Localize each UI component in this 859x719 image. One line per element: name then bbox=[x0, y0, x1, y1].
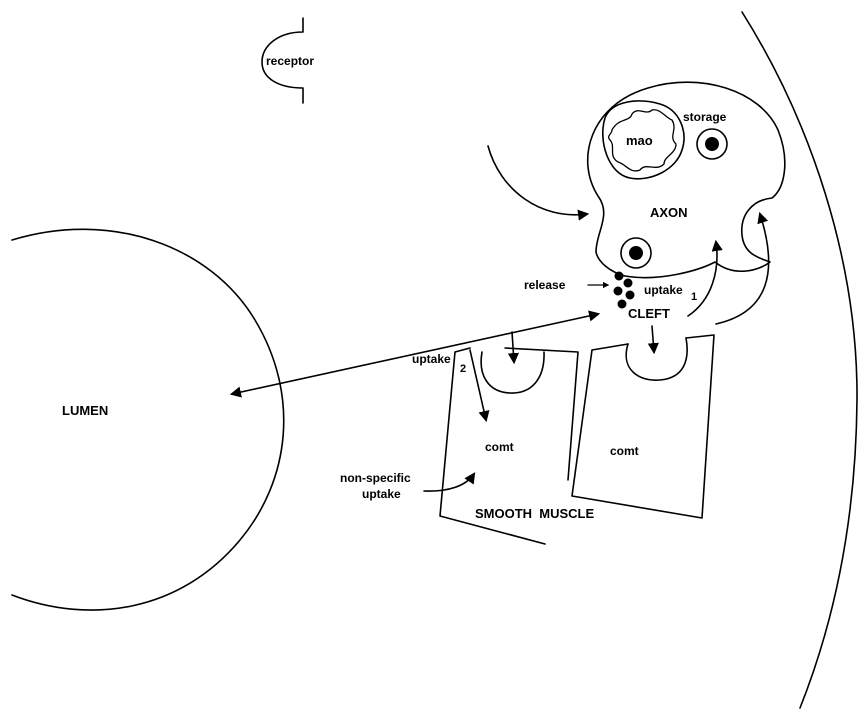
lumen-outline bbox=[11, 228, 285, 611]
muscle-receptor-right bbox=[625, 337, 688, 381]
smooth-muscle-cell-right bbox=[571, 334, 715, 519]
uptake1-subscript: 1 bbox=[691, 291, 697, 303]
uptake1-arrow bbox=[687, 239, 723, 317]
muscle-receptor-left bbox=[480, 351, 545, 394]
cleft-to-muscle-arrow bbox=[647, 325, 659, 355]
nonspecific-label-line1: non-specific bbox=[340, 471, 411, 485]
release-vesicle-outer bbox=[620, 237, 652, 269]
nonspecific-label-line2: uptake bbox=[362, 487, 401, 501]
comt-right-label: comt bbox=[610, 444, 639, 458]
release-label: release bbox=[524, 278, 566, 292]
release-vesicle-core bbox=[629, 246, 643, 260]
receptor-symbol bbox=[261, 17, 304, 104]
arrow-into-axon-left bbox=[487, 145, 590, 221]
vessel-wall-outline bbox=[741, 11, 858, 709]
mitochondrion-cristae bbox=[607, 109, 677, 172]
storage-label: storage bbox=[683, 110, 727, 124]
uptake2-down-arrow bbox=[507, 331, 519, 365]
uptake1-label: uptake bbox=[644, 283, 683, 297]
arrow-into-axon-right bbox=[715, 211, 770, 325]
storage-vesicle-outer bbox=[696, 128, 728, 160]
smooth-muscle-label: SMOOTH MUSCLE bbox=[475, 506, 594, 521]
smooth-muscle-cell-left bbox=[439, 347, 579, 545]
nonspecific-uptake-arrow bbox=[423, 472, 476, 492]
mao-label: mao bbox=[626, 133, 653, 148]
released-transmitter-dots bbox=[613, 271, 635, 309]
axon-outline bbox=[586, 81, 786, 279]
lumen-label: LUMEN bbox=[62, 403, 108, 418]
mitochondrion-mao bbox=[601, 100, 685, 180]
comt-left-label: comt bbox=[485, 440, 514, 454]
uptake2-label: uptake bbox=[412, 352, 451, 366]
uptake2-subscript: 2 bbox=[460, 363, 466, 375]
cleft-label: CLEFT bbox=[628, 306, 670, 321]
uptake2-branch-arrow bbox=[469, 349, 490, 423]
axon-label: AXON bbox=[650, 205, 688, 220]
receptor-label: receptor bbox=[266, 54, 314, 68]
lumen-cleft-arrow bbox=[229, 310, 601, 398]
storage-vesicle-core bbox=[705, 137, 719, 151]
